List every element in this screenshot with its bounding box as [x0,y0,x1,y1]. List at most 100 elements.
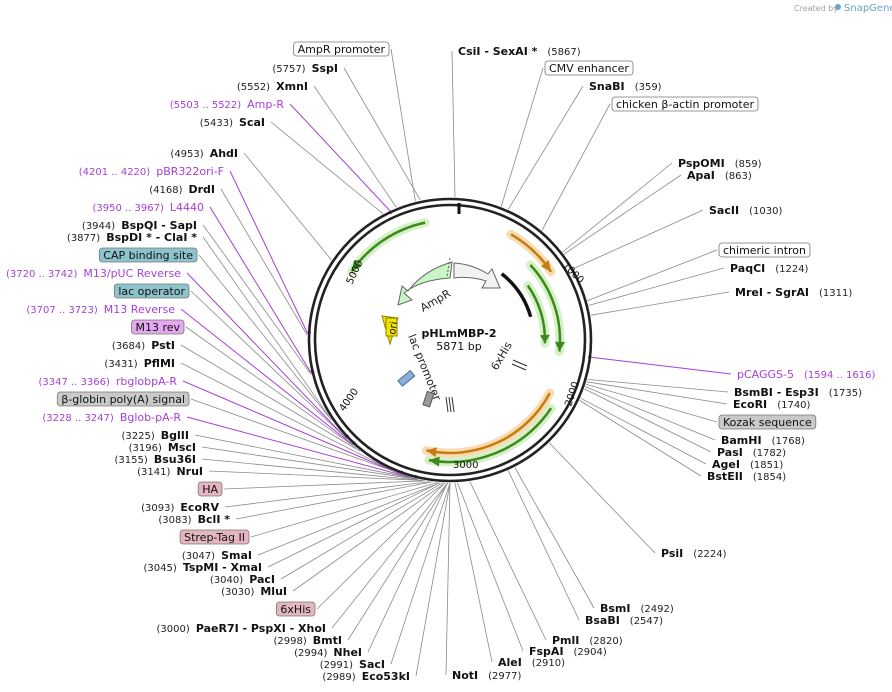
site-name: Bglob-pA-R [120,411,182,424]
enzyme-site-bspqi-sapi[interactable]: BspQI - SapI(3944) [82,219,197,232]
primer-bglob-pa-r[interactable]: Bglob-pA-R(3228 .. 3247) [42,411,181,424]
enzyme-site-alei[interactable]: AleI(2910) [498,656,565,669]
leader-ha-25 [223,480,426,490]
feature-strep-tag-ii[interactable]: Strep-Tag II [179,529,250,545]
enzyme-site-eco53ki[interactable]: Eco53kI(2989) [322,670,410,683]
site-name: BspQI - SapI [121,219,197,232]
feature-chicken-actin-promoter[interactable]: chicken β-actin promoter [611,96,759,112]
site-position: (3155) [115,455,148,466]
feature-chimeric-intron[interactable]: chimeric intron [718,242,811,258]
site-position: (3950 .. 3967) [92,203,164,214]
feature-label: β-globin poly(A) signal [61,393,185,406]
site-position: (2910) [532,658,565,669]
enzyme-site-ecorv[interactable]: EcoRV(3093) [141,501,219,514]
enzyme-site-bspdi-clai[interactable]: BspDI * - ClaI *(3877) [67,231,197,244]
enzyme-site-saci[interactable]: SacI(2991) [320,658,385,671]
feature-ha[interactable]: HA [197,481,223,497]
feature-cmv-enhancer[interactable]: CMV enhancer [544,60,634,76]
feature-label: M13 rev [135,321,180,334]
feature-kozak-sequence[interactable]: Kozak sequence [718,414,817,430]
enzyme-site-scai[interactable]: ScaI(5433) [200,116,265,129]
enzyme-site-pspomi[interactable]: PspOMI(859) [678,157,762,170]
enzyme-site-mlui[interactable]: MluI(3030) [221,585,287,598]
feature-box [718,414,817,430]
leader-m13-puc-reverse-12 [186,272,346,438]
primer-l4440[interactable]: L4440(3950 .. 3967) [92,201,204,214]
feature-label: CMV enhancer [549,62,629,75]
feature-box [275,601,316,617]
enzyme-site-sacii[interactable]: SacII(1030) [709,204,782,217]
kozak-mark [511,359,528,371]
enzyme-site-paqci[interactable]: PaqCI(1224) [730,262,809,275]
site-position: (2492) [641,604,674,615]
tick-4000: 4000 [337,387,361,414]
enzyme-site-bsmi[interactable]: BsmI(2492) [600,602,674,615]
enzyme-site-bsmbi-esp3i[interactable]: BsmBI - Esp3I(1735) [734,386,862,399]
enzyme-site-pflmi[interactable]: PflMI(3431) [104,357,175,370]
enzyme-site-ahdi[interactable]: AhdI(4953) [170,147,238,160]
ori-label: ori [387,321,400,336]
primer-m13-puc-reverse[interactable]: M13/pUC Reverse(3720 .. 3742) [6,267,181,280]
enzyme-site-paci[interactable]: PacI(3040) [210,573,275,586]
enzyme-site-pasi[interactable]: PasI(1782) [717,446,786,459]
backbone-outer-strand [307,197,593,483]
mbp-orange-arc [422,388,555,458]
site-position: (2977) [488,671,521,682]
feature-lac-operator[interactable]: lac operator [113,283,190,299]
enzyme-site-bglii[interactable]: BglII(3225) [122,429,189,442]
primer-amp-r[interactable]: Amp-R(5503 .. 5522) [170,98,285,111]
enzyme-site-ecori[interactable]: EcoRI(1740) [733,398,811,411]
feature-m13-rev[interactable]: M13 rev [131,319,185,335]
enzyme-site-apai[interactable]: ApaI(863) [687,169,752,182]
site-name: AgeI [712,458,740,471]
enzyme-site-bsabi[interactable]: BsaBI(2547) [585,614,663,627]
leader-pcaggs-5-49 [591,356,732,375]
leader-globin-poly-a-signal-19 [190,398,414,479]
primer-pcaggs-5[interactable]: pCAGGS-5(1594 .. 1616) [737,368,876,381]
primer-rbglobpa-r[interactable]: rbglobpA-R(3347 .. 3366) [38,375,177,388]
enzyme-site-pmli[interactable]: PmlI(2820) [552,634,623,647]
site-name: NruI [176,465,203,478]
enzyme-site-msci[interactable]: MscI(3196) [129,441,196,454]
leader-cap-binding-site-11 [198,254,332,421]
enzyme-site-csii-sexai[interactable]: CsiI - SexAI *(5867) [458,45,581,58]
feature-box [197,481,223,497]
enzyme-site-bmti[interactable]: BmtI(2998) [274,634,342,647]
enzyme-site-mrei-sgrai[interactable]: MreI - SgrAI(1311) [735,286,852,299]
site-name: ScaI [239,116,265,129]
enzyme-site-bsu36i[interactable]: Bsu36I(3155) [115,453,196,466]
site-name: M13 Reverse [104,303,175,316]
enzyme-site-noti[interactable]: NotI(2977) [452,669,521,682]
enzyme-site-snabi[interactable]: SnaBI(359) [589,80,662,93]
leader-noti-63 [445,482,451,676]
feature-6xhis[interactable]: 6xHis [275,601,316,617]
enzyme-site-bsteii[interactable]: BstEII(1854) [707,470,786,483]
enzyme-site-smai[interactable]: SmaI(3047) [182,549,252,562]
ampr-feature-arrow [397,257,501,306]
enzyme-site-tspmi-xmai[interactable]: TspMI - XmaI(3045) [144,561,262,574]
enzyme-site-psii[interactable]: PsiI(2224) [661,547,727,560]
enzyme-site-bamhi[interactable]: BamHI(1768) [721,434,805,447]
primer-m13-reverse[interactable]: M13 Reverse(3707 .. 3723) [26,303,175,316]
site-name: PstI [151,339,175,352]
enzyme-site-nhei[interactable]: NheI(2994) [294,646,362,659]
enzyme-site-fspai[interactable]: FspAI(2904) [529,645,607,658]
feature-cap-binding-site[interactable]: CAP binding site [98,247,198,263]
enzyme-site-sspi[interactable]: SspI(5757) [272,62,338,75]
leader-agei-55 [580,397,707,465]
enzyme-site-nrui[interactable]: NruI(3141) [137,465,203,478]
ori-region-arc [347,218,430,276]
feature-globin-poly-a-signal[interactable]: β-globin poly(A) signal [56,391,190,407]
enzyme-site-agei[interactable]: AgeI(1851) [712,458,783,471]
enzyme-site-psti[interactable]: PstI(3684) [112,339,175,352]
enzyme-site-paer7i-pspxi-xhoi[interactable]: PaeR7I - PspXI - XhoI(3000) [157,622,326,635]
leader-psii-57 [549,442,656,554]
feature-box [113,283,190,299]
feature-ampr-promoter[interactable]: AmpR promoter [293,41,390,57]
site-position: (1740) [777,400,810,411]
enzyme-site-drdi[interactable]: DrdI(4168) [149,183,215,196]
enzyme-site-bcli[interactable]: BclI *(3083) [158,513,230,526]
enzyme-site-xmni[interactable]: XmnI(5552) [237,80,308,93]
leader-chicken-actin-promoter-42 [541,103,611,231]
primer-pbr322ori-f[interactable]: pBR322ori-F(4201 .. 4220) [79,165,224,178]
